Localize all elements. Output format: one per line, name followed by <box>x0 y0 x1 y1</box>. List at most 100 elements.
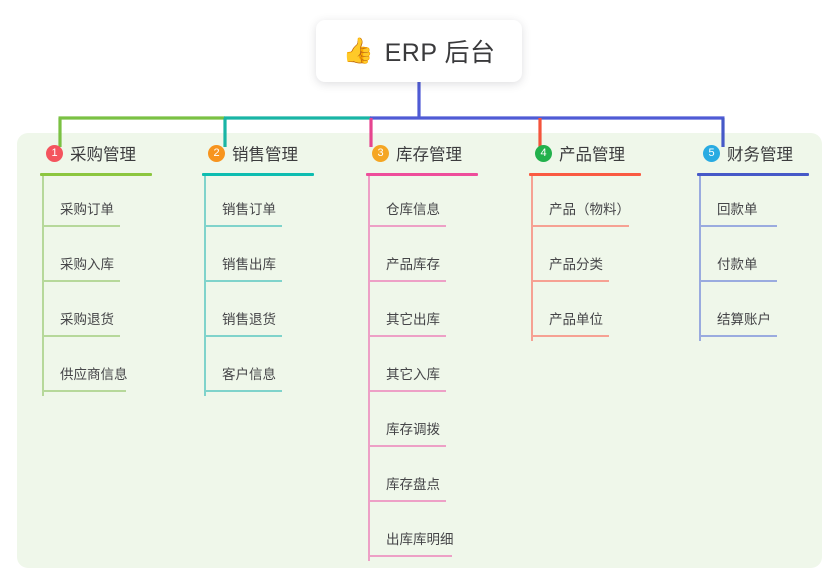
branch-item-label: 产品分类 <box>549 257 603 272</box>
branch-item-label: 产品库存 <box>386 257 440 272</box>
branch-rule-1 <box>40 173 152 176</box>
branch-title-4: 产品管理 <box>559 146 625 164</box>
branch-item[interactable]: 其它入库 <box>352 341 462 396</box>
branch-rule-2 <box>202 173 314 176</box>
branch-rule-4 <box>529 173 641 176</box>
branch-item[interactable]: 仓库信息 <box>352 176 462 231</box>
branch-title-1: 采购管理 <box>70 146 136 164</box>
root-node[interactable]: 👍 ERP 后台 <box>316 20 522 82</box>
branch-header-2[interactable]: 2 销售管理 <box>188 133 298 173</box>
branch-item[interactable]: 供应商信息 <box>26 341 136 396</box>
branch-item-rule <box>204 280 282 282</box>
branch-item[interactable]: 产品库存 <box>352 231 462 286</box>
branch-column-3[interactable]: 3 库存管理 仓库信息产品库存其它出库其它入库库存调拨库存盘点出库库明细 <box>352 133 478 561</box>
branch-rule-5 <box>697 173 809 176</box>
branch-item-rule <box>368 335 446 337</box>
branch-item[interactable]: 产品单位 <box>515 286 625 341</box>
branch-item-rule <box>699 335 777 337</box>
branch-item[interactable]: 出库库明细 <box>352 506 462 561</box>
branch-item-label: 采购订单 <box>60 202 114 217</box>
branch-item[interactable]: 销售出库 <box>188 231 298 286</box>
root-node-content: 👍 ERP 后台 <box>342 33 495 69</box>
branches-panel <box>17 133 822 568</box>
branch-item-label: 产品（物料） <box>549 202 630 217</box>
branch-item[interactable]: 结算账户 <box>683 286 793 341</box>
branch-column-2[interactable]: 2 销售管理 销售订单销售出库销售退货客户信息 <box>188 133 314 396</box>
branch-item-rule <box>368 390 446 392</box>
branch-item-rule <box>368 225 446 227</box>
branch-items-2: 销售订单销售出库销售退货客户信息 <box>188 176 298 396</box>
branch-items-4: 产品（物料） 产品分类产品单位 <box>515 176 630 341</box>
branch-item[interactable]: 采购入库 <box>26 231 136 286</box>
branch-item-label: 客户信息 <box>222 367 276 382</box>
branch-item-label: 其它出库 <box>386 312 440 327</box>
branch-item-label: 库存盘点 <box>386 477 440 492</box>
root-node-label: ERP 后台 <box>384 39 496 67</box>
branch-item-rule <box>368 555 452 557</box>
branch-number-badge-4: 4 <box>535 144 552 162</box>
branch-item-rule <box>531 280 609 282</box>
branch-item[interactable]: 库存调拨 <box>352 396 462 451</box>
branch-item-label: 出库库明细 <box>386 532 454 547</box>
branch-item[interactable]: 库存盘点 <box>352 451 462 506</box>
branch-item[interactable]: 产品（物料） <box>515 176 630 231</box>
branch-column-1[interactable]: 1 采购管理 采购订单采购入库采购退货供应商信息 <box>26 133 152 396</box>
branch-columns: 1 采购管理 采购订单采购入库采购退货供应商信息 2 销售管理 销售订单销售出库… <box>0 133 839 568</box>
branch-number-badge-5: 5 <box>703 144 720 162</box>
branch-item-rule <box>699 280 777 282</box>
branch-item-label: 回款单 <box>717 202 758 217</box>
branch-number-badge-1: 1 <box>46 144 63 162</box>
branch-item-rule <box>699 225 777 227</box>
branch-item[interactable]: 采购退货 <box>26 286 136 341</box>
branch-item-rule <box>204 225 282 227</box>
branch-number-badge-3: 3 <box>372 144 389 162</box>
branch-item-rule <box>368 500 446 502</box>
branch-header-5[interactable]: 5 财务管理 <box>683 133 793 173</box>
branch-item[interactable]: 回款单 <box>683 176 793 231</box>
branch-item-rule <box>42 225 120 227</box>
branch-item-rule <box>42 390 126 392</box>
branch-column-5[interactable]: 5 财务管理 回款单付款单结算账户 <box>683 133 809 341</box>
branch-items-1: 采购订单采购入库采购退货供应商信息 <box>26 176 136 396</box>
branch-title-3: 库存管理 <box>396 146 462 164</box>
branch-number-badge-2: 2 <box>208 144 225 162</box>
branch-item-rule <box>204 335 282 337</box>
branch-item[interactable]: 销售退货 <box>188 286 298 341</box>
branch-item-label: 销售出库 <box>222 257 276 272</box>
branch-item-label: 付款单 <box>717 257 758 272</box>
branch-item-label: 其它入库 <box>386 367 440 382</box>
branch-item-label: 销售订单 <box>222 202 276 217</box>
branch-header-4[interactable]: 4 产品管理 <box>515 133 625 173</box>
branch-items-3: 仓库信息产品库存其它出库其它入库库存调拨库存盘点出库库明细 <box>352 176 462 561</box>
branch-item-label: 销售退货 <box>222 312 276 327</box>
branch-item[interactable]: 产品分类 <box>515 231 625 286</box>
branch-item-rule <box>531 335 609 337</box>
branch-spine <box>531 176 533 341</box>
branch-spine <box>204 176 206 396</box>
branch-item-label: 采购退货 <box>60 312 114 327</box>
branch-title-5: 财务管理 <box>727 146 793 164</box>
branch-spine <box>699 176 701 341</box>
branch-spine <box>368 176 370 561</box>
branch-header-3[interactable]: 3 库存管理 <box>352 133 462 173</box>
branch-items-5: 回款单付款单结算账户 <box>683 176 793 341</box>
branch-spine <box>42 176 44 396</box>
branch-item-rule <box>531 225 629 227</box>
branch-item-label: 供应商信息 <box>60 367 128 382</box>
branch-item-label: 采购入库 <box>60 257 114 272</box>
branch-header-1[interactable]: 1 采购管理 <box>26 133 136 173</box>
branch-item-label: 产品单位 <box>549 312 603 327</box>
branch-item-rule <box>42 280 120 282</box>
branch-item[interactable]: 采购订单 <box>26 176 136 231</box>
branch-item[interactable]: 销售订单 <box>188 176 298 231</box>
branch-item[interactable]: 其它出库 <box>352 286 462 341</box>
thumbs-up-icon: 👍 <box>342 36 374 65</box>
branch-item-rule <box>368 280 446 282</box>
branch-item[interactable]: 客户信息 <box>188 341 298 396</box>
branch-item-rule <box>204 390 282 392</box>
branch-item-label: 结算账户 <box>717 312 771 327</box>
branch-item[interactable]: 付款单 <box>683 231 793 286</box>
branch-column-4[interactable]: 4 产品管理 产品（物料） 产品分类产品单位 <box>515 133 641 341</box>
branch-item-label: 仓库信息 <box>386 202 440 217</box>
